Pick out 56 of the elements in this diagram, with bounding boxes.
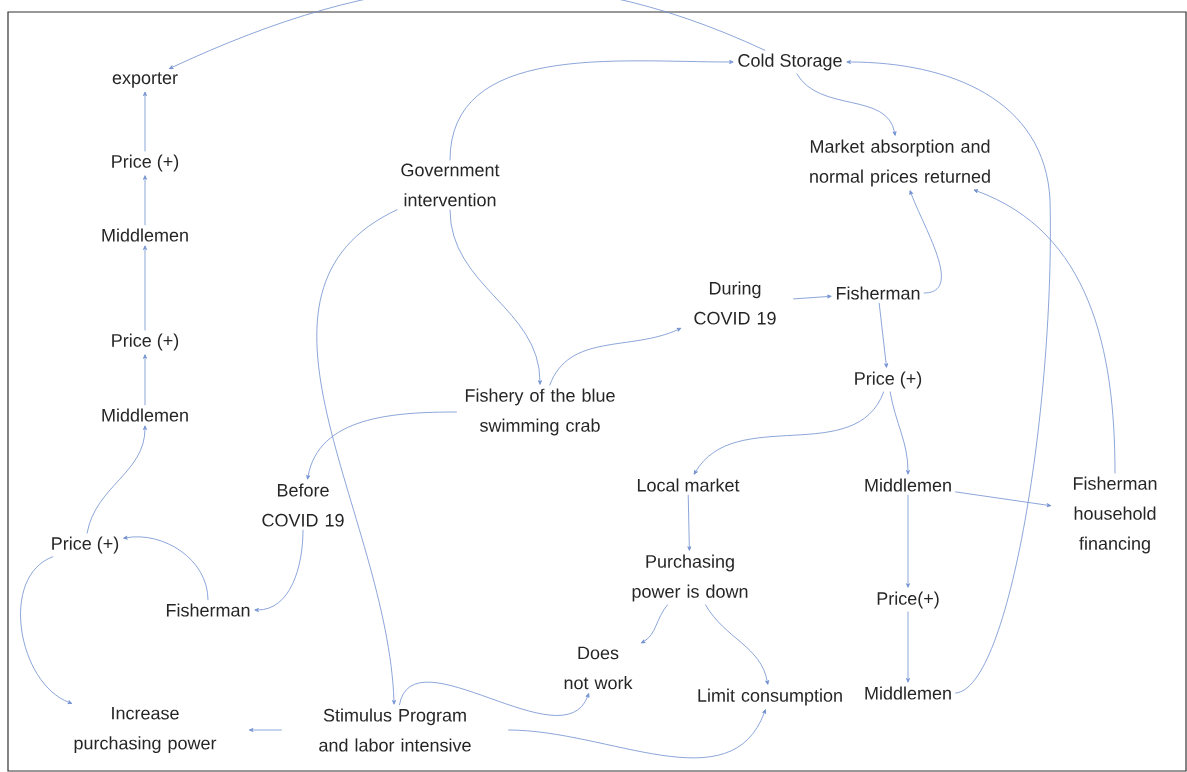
arrow bbox=[889, 391, 910, 475]
node-label: Price (+) bbox=[855, 371, 922, 389]
node-label: Stimulus Program and labor intensive bbox=[319, 708, 471, 752]
arrow bbox=[846, 60, 1051, 694]
arrow bbox=[796, 73, 897, 136]
node-label: Price (+) bbox=[112, 154, 179, 172]
node-label: Market absorption and normal prices returned bbox=[810, 139, 990, 187]
arrow bbox=[954, 491, 1052, 508]
arrow bbox=[143, 175, 147, 226]
arrow bbox=[143, 245, 147, 331]
node-label: Does not work bbox=[564, 646, 633, 690]
arrow bbox=[449, 209, 542, 385]
node-label: Fisherman bbox=[836, 286, 920, 300]
node-label: Price(+) bbox=[877, 591, 939, 609]
arrow bbox=[906, 494, 910, 588]
node-label: Fisherman household financing bbox=[1073, 476, 1157, 554]
arrow bbox=[143, 91, 147, 152]
node-label: Fishery of the blue swimming crab bbox=[465, 388, 615, 436]
node-label: Price (+) bbox=[112, 333, 179, 351]
arrow bbox=[254, 529, 304, 612]
arrow bbox=[704, 604, 770, 685]
arrow bbox=[449, 60, 734, 161]
arrow bbox=[248, 728, 283, 732]
node-label: Limit consumption bbox=[698, 688, 842, 706]
node-label: Increase purchasing power bbox=[74, 706, 217, 754]
arrow bbox=[123, 535, 209, 601]
arrow bbox=[687, 494, 692, 551]
arrow bbox=[306, 411, 458, 480]
node-label: Government intervention bbox=[401, 163, 500, 207]
node-label: Local market bbox=[637, 478, 740, 492]
arrow bbox=[549, 327, 682, 386]
arrow bbox=[20, 556, 73, 704]
node-label: Middlemen bbox=[865, 478, 951, 492]
arrow bbox=[909, 190, 942, 294]
node-label: Before COVID 19 bbox=[262, 483, 344, 527]
node-label: Middlemen bbox=[102, 408, 188, 422]
node-label: Price (+) bbox=[52, 536, 119, 554]
arrow bbox=[640, 604, 669, 644]
arrow bbox=[792, 294, 832, 300]
arrow bbox=[399, 681, 590, 716]
arrow bbox=[973, 189, 1116, 474]
node-label: Middlemen bbox=[102, 228, 188, 242]
arrow bbox=[168, 0, 766, 70]
node-label: During COVID 19 bbox=[694, 281, 776, 325]
node-label: Middlemen bbox=[865, 686, 951, 700]
node-label: Cold Storage bbox=[738, 53, 842, 71]
node-label: exporter bbox=[112, 72, 178, 88]
arrow bbox=[507, 709, 767, 759]
arrow bbox=[878, 302, 889, 368]
arrow bbox=[86, 425, 147, 534]
node-label: Purchasing power is down bbox=[632, 554, 748, 602]
arrow bbox=[143, 354, 147, 406]
arrow bbox=[906, 611, 910, 683]
arrow bbox=[316, 209, 398, 705]
arrow bbox=[693, 391, 885, 475]
node-label: Fisherman bbox=[166, 603, 250, 617]
